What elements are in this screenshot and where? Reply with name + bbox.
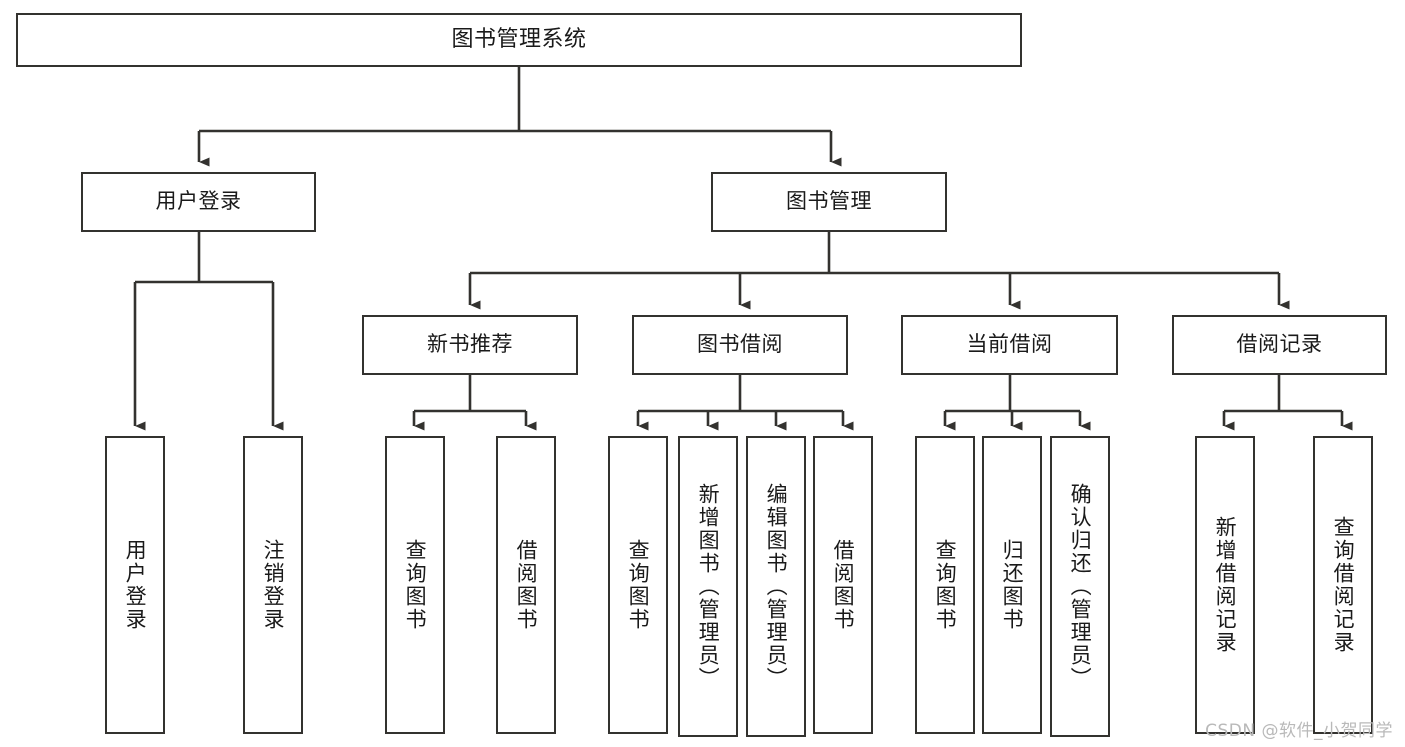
leaf-logout-login[interactable]: 注销登录 (243, 436, 303, 734)
node-book-borrow[interactable]: 图书借阅 (632, 315, 848, 375)
leaf-query-book-3[interactable]: 查询图书 (915, 436, 975, 734)
node-label: 确认归还（管理员） (1068, 483, 1093, 690)
node-label: 新增图书（管理员） (696, 483, 721, 690)
leaf-borrow-book-1[interactable]: 借阅图书 (496, 436, 556, 734)
leaf-return-book[interactable]: 归还图书 (982, 436, 1042, 734)
node-new-book-recommend[interactable]: 新书推荐 (362, 315, 578, 375)
node-label: 用户登录 (123, 539, 148, 631)
node-label: 查询图书 (403, 539, 428, 631)
node-label: 用户登录 (155, 189, 242, 214)
node-label: 新增借阅记录 (1213, 516, 1238, 654)
leaf-add-book[interactable]: 新增图书（管理员） (678, 436, 738, 737)
node-root-system[interactable]: 图书管理系统 (16, 13, 1022, 67)
node-book-manage[interactable]: 图书管理 (711, 172, 947, 232)
node-label: 图书管理系统 (451, 26, 587, 52)
node-user-login[interactable]: 用户登录 (81, 172, 316, 232)
leaf-query-book-1[interactable]: 查询图书 (385, 436, 445, 734)
node-label: 借阅记录 (1236, 332, 1323, 357)
node-label: 借阅图书 (831, 539, 856, 631)
leaf-query-record[interactable]: 查询借阅记录 (1313, 436, 1373, 734)
node-label: 查询借阅记录 (1331, 516, 1356, 654)
leaf-query-book-2[interactable]: 查询图书 (608, 436, 668, 734)
node-current-borrow[interactable]: 当前借阅 (901, 315, 1118, 375)
leaf-add-record[interactable]: 新增借阅记录 (1195, 436, 1255, 734)
node-label: 注销登录 (261, 539, 286, 631)
node-label: 图书借阅 (697, 332, 783, 357)
node-label: 当前借阅 (966, 332, 1053, 357)
node-label: 归还图书 (1000, 539, 1025, 631)
node-label: 新书推荐 (427, 332, 513, 357)
leaf-borrow-book-2[interactable]: 借阅图书 (813, 436, 873, 734)
node-label: 查询图书 (626, 539, 651, 631)
node-borrow-record[interactable]: 借阅记录 (1172, 315, 1387, 375)
csdn-watermark: CSDN @软件_小贺同学 (1205, 721, 1393, 741)
node-label: 借阅图书 (514, 539, 539, 631)
leaf-edit-book[interactable]: 编辑图书（管理员） (746, 436, 806, 737)
node-label: 查询图书 (933, 539, 958, 631)
node-label: 图书管理 (786, 189, 872, 214)
node-label: 编辑图书（管理员） (764, 483, 789, 690)
leaf-confirm-return[interactable]: 确认归还（管理员） (1050, 436, 1110, 737)
leaf-user-login[interactable]: 用户登录 (105, 436, 165, 734)
